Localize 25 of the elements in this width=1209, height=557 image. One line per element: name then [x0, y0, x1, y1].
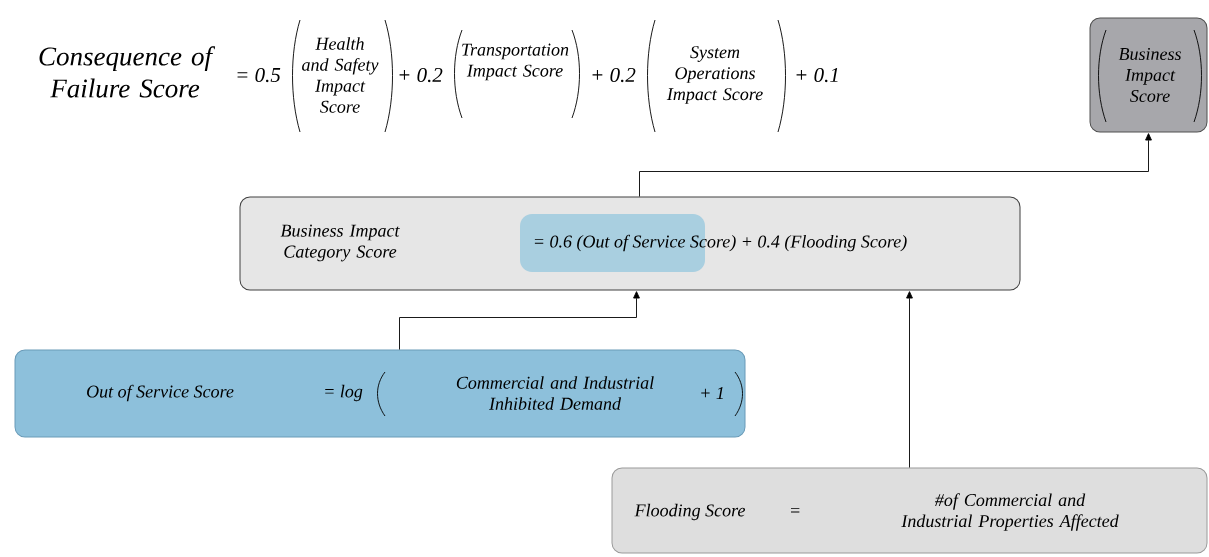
formula-term: Business Impact Category Score — [280, 224, 400, 262]
formula-box — [1089, 17, 1208, 133]
formula-text: = — [791, 507, 800, 513]
formula-box — [611, 467, 1208, 554]
arrow — [399, 291, 640, 350]
formula-term: Out of Service Score — [87, 384, 234, 402]
formula-box — [14, 349, 746, 438]
formula-term: Commercial and Industrial Inhibited Demand — [456, 376, 654, 410]
formula-text: = 0.5 — [237, 67, 281, 83]
formula-term: Flooding Score — [634, 503, 746, 521]
formula-box — [239, 196, 1021, 291]
formula-text: = log — [325, 384, 363, 402]
formula-text: = 0.6 (Out of Service Score) + 0.4 (Flooding Score) — [534, 234, 907, 252]
formula-term: #of Commercial and Industrial Properties Affected — [901, 493, 1119, 531]
formula-term: System Operations Impact Score — [666, 46, 763, 104]
formula-text: + 0.2 — [399, 67, 443, 83]
formula-term: Business Impact Score — [1118, 47, 1181, 103]
arrow — [639, 133, 1152, 197]
formula-term: Transportation Impact Score — [462, 43, 569, 81]
arrow — [906, 291, 913, 468]
formula-text: + 0.2 — [592, 67, 636, 83]
formula-term: Health and Safety Impact Score — [302, 37, 379, 113]
formula-title: Consequence of Failure Score — [39, 46, 216, 98]
formula-text: + 0.1 — [796, 67, 838, 83]
formula-text: + 1 — [701, 387, 723, 399]
